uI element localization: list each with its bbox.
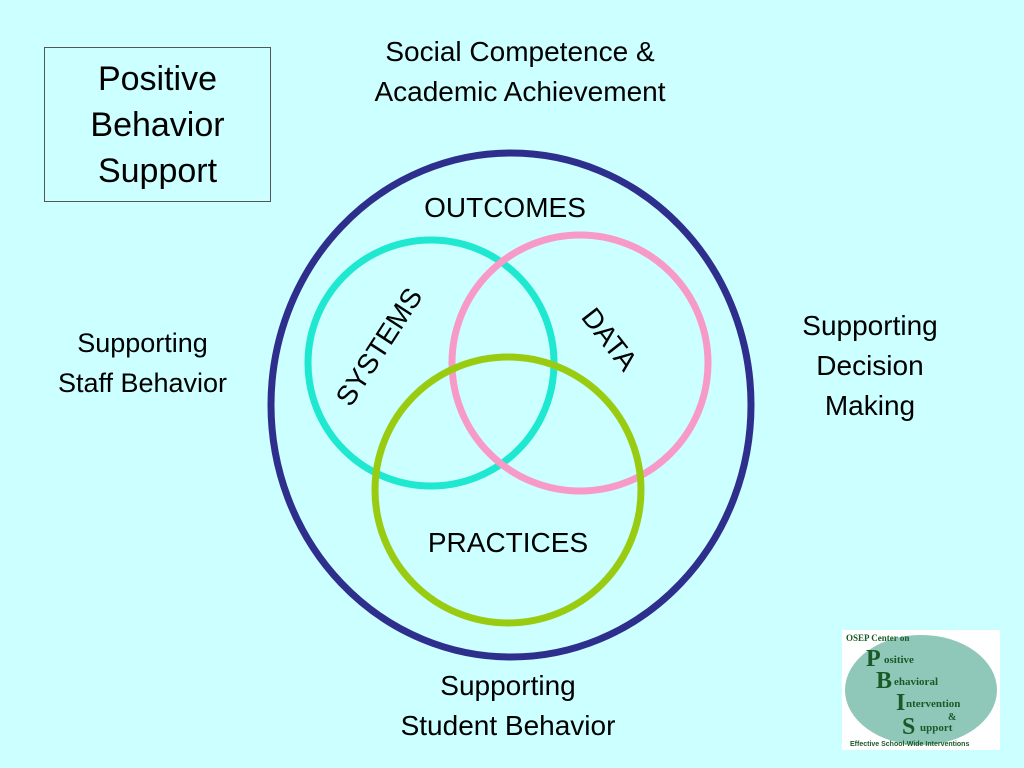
logo-letter-i: I [896,690,905,716]
bottom-label-line-2: Student Behavior [400,710,616,741]
right-label-line-2: Decision [816,350,924,381]
logo-letter-s: S [902,714,915,740]
pbis-logo-graphic: OSEP Center on P ositive B ehavioral I n… [845,633,997,748]
data-circle [448,231,712,495]
decision-making-label: Supporting Decision Making [760,306,980,426]
logo-ampersand: & [948,712,956,723]
staff-behavior-label: Supporting Staff Behavior [20,323,265,403]
practices-label: PRACTICES [428,527,588,558]
right-label-line-3: Making [824,390,916,421]
logo-letter-b: B [876,668,892,694]
logo-letter-p: P [866,646,881,672]
outcome-goal-label: Social Competence & Academic Achievement [320,32,720,112]
logo-word-intervention: ntervention [906,698,960,710]
logo-footer: Effective School-Wide Interventions [850,741,969,748]
logo-header: OSEP Center on [846,633,909,643]
title-line-2: Behavior [90,105,225,144]
student-behavior-label: Supporting Student Behavior [358,666,658,746]
data-label: DATA [576,302,644,377]
top-label-line-2: Academic Achievement [374,76,666,107]
outcomes-circle [267,149,755,661]
title-line-1: Positive [97,59,218,98]
left-label-line-1: Supporting [77,328,208,358]
left-label-line-2: Staff Behavior [57,368,228,398]
pbs-title-box: Positive Behavior Support [44,47,271,202]
systems-circle [304,236,558,490]
logo-word-behavioral: ehavioral [894,676,938,688]
bottom-label-line-1: Supporting [440,670,576,701]
osep-pbis-logo: OSEP Center on P ositive B ehavioral I n… [842,630,1000,750]
outcomes-label: OUTCOMES [424,192,586,223]
title-line-3: Support [97,151,218,190]
logo-word-positive: ositive [884,654,914,666]
logo-word-support: upport [920,722,953,734]
practices-circle [371,353,645,627]
top-label-line-1: Social Competence & [385,36,655,67]
right-label-line-1: Supporting [802,310,938,341]
